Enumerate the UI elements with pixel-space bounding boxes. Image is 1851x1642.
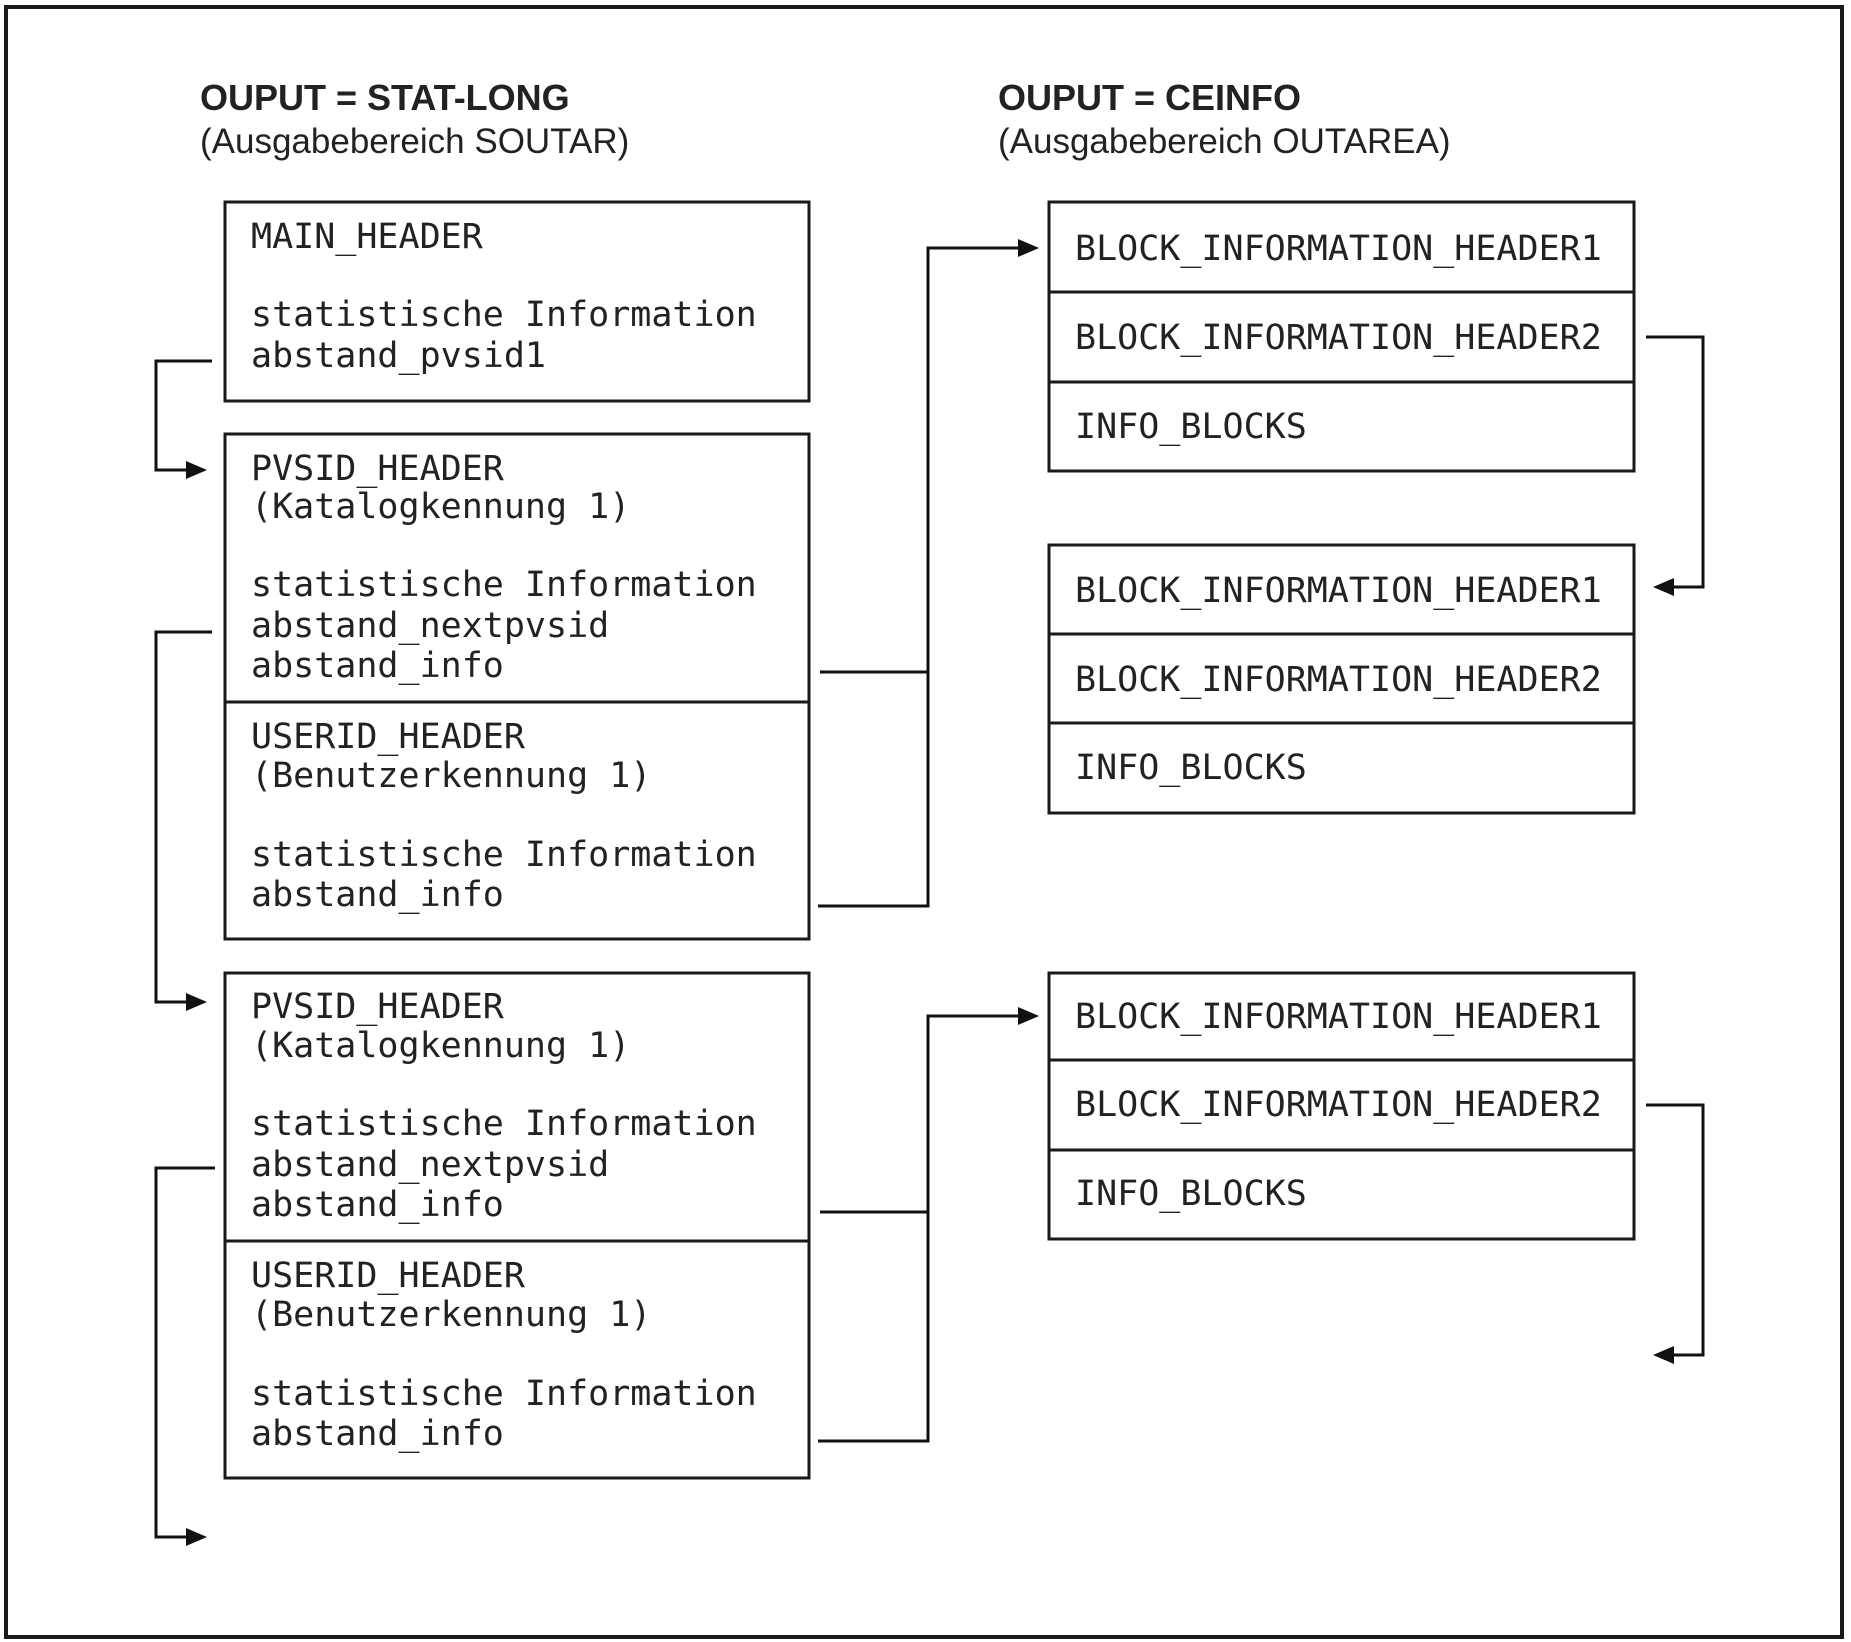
diagram-frame — [4, 5, 1844, 1639]
block-group-2: BLOCK_INFORMATION_HEADER1 BLOCK_INFORMAT… — [1047, 543, 1636, 815]
block-info-header2: BLOCK_INFORMATION_HEADER2 — [1075, 1085, 1602, 1125]
block-info-header1: BLOCK_INFORMATION_HEADER1 — [1075, 229, 1602, 269]
arrowhead-left-icon — [1653, 1346, 1674, 1364]
main-header-name: MAIN_HEADER — [251, 217, 484, 257]
userid-header-sub: (Benutzerkennung 1) — [251, 756, 651, 796]
left-title: OUPUT = STAT-LONG — [200, 77, 570, 118]
main-header-offset: abstand_pvsid1 — [251, 336, 546, 376]
userid-header-name: USERID_HEADER — [251, 1256, 526, 1296]
block-info-header1: BLOCK_INFORMATION_HEADER1 — [1075, 997, 1602, 1037]
connector-info-userid-1 — [818, 246, 1020, 908]
arrowhead-right-icon — [1018, 1007, 1039, 1025]
left-subtitle: (Ausgabebereich SOUTAR) — [200, 122, 629, 161]
userid-header-sub: (Benutzerkennung 1) — [251, 1295, 651, 1335]
connector-next-block-1 — [1646, 335, 1705, 589]
userid-header-name: USERID_HEADER — [251, 717, 526, 757]
pvsid-header-name: PVSID_HEADER — [251, 987, 505, 1027]
connector-next-block-2 — [1646, 1103, 1705, 1357]
right-subtitle: (Ausgabebereich OUTAREA) — [998, 122, 1451, 161]
pvsid-group-1-frame — [223, 432, 811, 941]
pvsid-group-2: PVSID_HEADER (Katalogkennung 1) statisti… — [223, 971, 811, 1480]
right-title: OUPUT = CEINFO — [998, 77, 1301, 118]
info-blocks: INFO_BLOCKS — [1075, 407, 1307, 447]
main-header-info: statistische Information — [251, 295, 757, 335]
info-blocks: INFO_BLOCKS — [1075, 1174, 1307, 1214]
pvsid-header-name: PVSID_HEADER — [251, 449, 505, 489]
arrowhead-left-icon — [1653, 578, 1674, 596]
block-info-header2: BLOCK_INFORMATION_HEADER2 — [1075, 318, 1602, 358]
pvsid-header-next: abstand_nextpvsid — [251, 606, 609, 646]
block-group-1-frame — [1047, 200, 1636, 473]
main-header-frame — [223, 200, 811, 403]
connector-info-userid-2 — [818, 1014, 1020, 1443]
userid-header-offset: abstand_info — [251, 875, 504, 915]
right-column-header: OUPUT = CEINFO (Ausgabebereich OUTAREA) — [998, 77, 1451, 161]
pvsid-header-next: abstand_nextpvsid — [251, 1145, 609, 1185]
block-group-3-frame — [1047, 971, 1636, 1241]
userid-header-offset: abstand_info — [251, 1414, 504, 1454]
block-info-header2: BLOCK_INFORMATION_HEADER2 — [1075, 660, 1602, 700]
pvsid-header-sub: (Katalogkennung 1) — [251, 1026, 630, 1066]
connector-nextpvsid-1 — [154, 630, 212, 1004]
pvsid-header-info: statistische Information — [251, 1104, 757, 1144]
pvsid-header-sub: (Katalogkennung 1) — [251, 487, 630, 527]
info-blocks: INFO_BLOCKS — [1075, 748, 1307, 788]
arrowhead-right-icon — [186, 461, 207, 479]
arrowhead-right-icon — [186, 1528, 207, 1546]
block-info-header1: BLOCK_INFORMATION_HEADER1 — [1075, 571, 1602, 611]
main-header-box: MAIN_HEADER statistische Information abs… — [223, 200, 811, 403]
block-group-3: BLOCK_INFORMATION_HEADER1 BLOCK_INFORMAT… — [1047, 971, 1636, 1241]
pvsid-header-info: statistische Information — [251, 565, 757, 605]
userid-header-info: statistische Information — [251, 1374, 757, 1414]
pvsid-header-offset: abstand_info — [251, 646, 504, 686]
connector-nextpvsid-2 — [154, 1166, 215, 1539]
userid-header-info: statistische Information — [251, 835, 757, 875]
block-group-2-frame — [1047, 543, 1636, 815]
connector-pvsid1 — [154, 359, 212, 472]
block-group-1: BLOCK_INFORMATION_HEADER1 BLOCK_INFORMAT… — [1047, 200, 1636, 473]
left-column-header: OUPUT = STAT-LONG (Ausgabebereich SOUTAR… — [200, 77, 629, 161]
pvsid-group-2-frame — [223, 971, 811, 1480]
arrowhead-right-icon — [1018, 239, 1039, 257]
pvsid-group-1: PVSID_HEADER (Katalogkennung 1) statisti… — [223, 432, 811, 941]
arrowhead-right-icon — [186, 993, 207, 1011]
pvsid-header-offset: abstand_info — [251, 1185, 504, 1225]
